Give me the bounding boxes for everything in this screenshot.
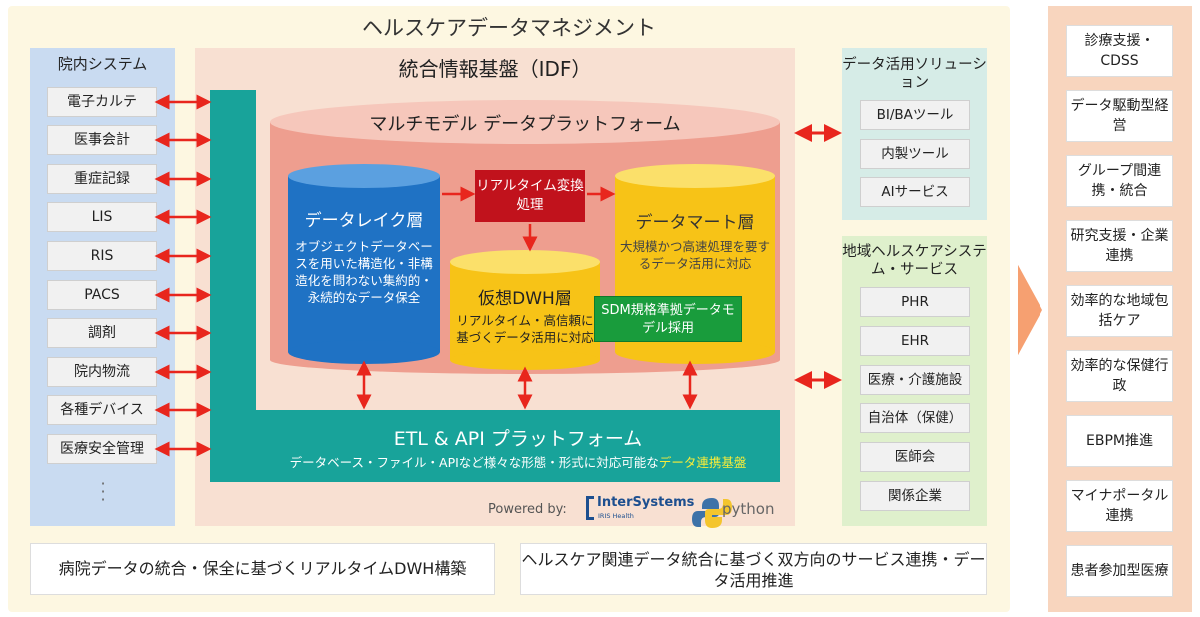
outcome-item: 診療支援・CDSS (1066, 25, 1173, 77)
hospital-system-item: PACS (47, 280, 157, 310)
sdm-model-box: SDM規格準拠データモデル採用 (594, 296, 742, 342)
main-title: ヘルスケアデータマネジメント (362, 16, 656, 40)
hospital-system-item: 重症記録 (47, 164, 157, 194)
regional-service-item: PHR (860, 287, 970, 317)
internal-arrows (356, 186, 698, 410)
realtime-conversion-box: リアルタイム変換処理 (475, 170, 585, 222)
regional-healthcare-title: 地域ヘルスケアシステム・サービス (842, 244, 987, 278)
intersystems-logo-subtext: IRIS Health (598, 512, 634, 520)
virtual-dwh-title: 仮想DWH層 (478, 289, 572, 309)
multimodel-title: マルチモデル データプラットフォーム (369, 114, 681, 135)
outcome-item: 効率的な保健行政 (1066, 350, 1173, 402)
outcome-item: 研究支援・企業連携 (1066, 220, 1173, 272)
outcome-item: 効率的な地域包括ケア (1066, 285, 1173, 337)
data-solution-item: 内製ツール (860, 139, 970, 169)
hospital-system-item: 調剤 (47, 318, 157, 348)
etl-platform (210, 410, 780, 482)
data-solution-item: AIサービス (860, 177, 970, 207)
python-logo-text: python (722, 500, 775, 518)
data-mart-title: データマート層 (635, 213, 755, 233)
data-lake-title: データレイク層 (304, 211, 424, 231)
data-lake-cylinder (288, 164, 440, 364)
more-items-ellipsis: ··· (100, 474, 106, 509)
hospital-system-arrows (154, 94, 212, 457)
data-mart-desc: 大規模かつ高速処理を要するデータ活用に対応 (620, 239, 771, 271)
hospital-system-item: 電子カルテ (47, 87, 157, 117)
virtual-dwh-desc: リアルタイム・高信頼に基づくデータ活用に対応 (456, 313, 594, 345)
hospital-system-item: 医事会計 (47, 125, 157, 155)
regional-service-item: 関係企業 (860, 481, 970, 511)
outcome-item: 患者参加型医療 (1066, 545, 1173, 597)
summary-box-left: 病院データの統合・保全に基づくリアルタイムDWH構築 (30, 543, 495, 595)
etl-title: ETL & API プラットフォーム (393, 428, 643, 450)
hospital-systems-title: 院内システム (57, 55, 148, 73)
intersystems-logo-mark (586, 496, 594, 520)
outcome-item: グループ間連携・統合 (1066, 155, 1173, 207)
data-solutions-title: データ活用ソリューション (842, 57, 987, 91)
regional-service-item: 医師会 (860, 442, 970, 472)
outcome-item: マイナポータル連携 (1066, 480, 1173, 532)
virtual-dwh-cylinder (450, 250, 600, 370)
etl-subtitle: データベース・ファイル・APIなど様々な形態・形式に対応可能なデータ連携基盤 (289, 455, 747, 470)
regional-service-item: 自治体（保健） (860, 403, 970, 433)
hospital-system-item: 各種デバイス (47, 395, 157, 425)
hospital-system-item: LIS (47, 202, 157, 232)
etl-highlight: データ連携基盤 (658, 455, 747, 470)
powered-by-label: Powered by: (488, 502, 567, 517)
hospital-system-item: RIS (47, 241, 157, 271)
hospital-system-item: 院内物流 (47, 357, 157, 387)
summary-box-right: ヘルスケア関連データ統合に基づく双方向のサービス連携・データ活用推進 (520, 543, 987, 595)
regional-service-item: 医療・介護施設 (860, 365, 970, 395)
right-panel-arrows (794, 124, 842, 389)
outcome-item: EBPM推進 (1066, 415, 1173, 467)
outcome-item: データ駆動型経営 (1066, 90, 1173, 142)
idf-title: 統合情報基盤（IDF） (398, 57, 592, 81)
hospital-system-item: 医療安全管理 (47, 434, 157, 464)
intersystems-logo-text: InterSystems (597, 495, 695, 510)
python-logo-mark (692, 498, 732, 528)
regional-service-item: EHR (860, 326, 970, 356)
data-lake-desc: オブジェクトデータベースを用いた構造化・非構造化を問わない集約的・永続的なデータ… (295, 239, 433, 305)
data-solution-item: BI/BAツール (860, 100, 970, 130)
